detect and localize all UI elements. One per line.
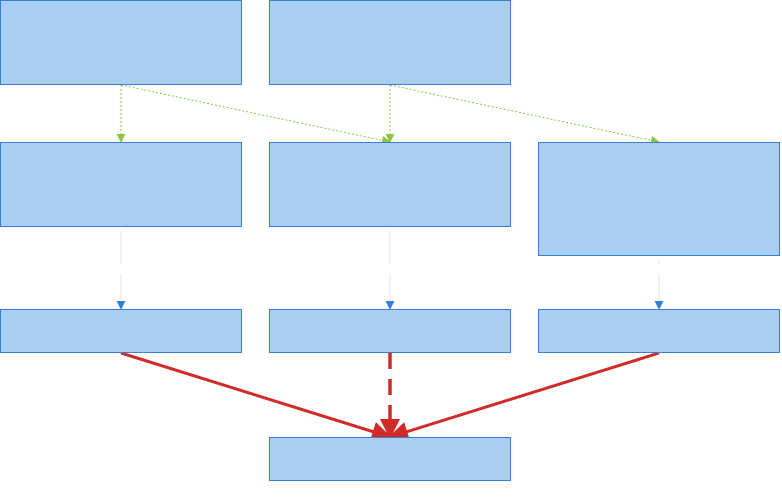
diagram-node-1[interactable] [0,0,242,85]
diagram-node-8[interactable] [538,309,780,353]
diagram-node-9[interactable] [269,437,511,481]
diagram-node-2[interactable] [269,0,511,85]
diagram-node-6[interactable] [0,309,242,353]
diagram-node-5[interactable] [538,142,780,256]
edge-n1-n4 [120,84,391,145]
edge-n6-n9 [120,351,392,442]
diagram-node-7[interactable] [269,309,511,353]
diagram-node-3[interactable] [0,142,242,227]
edge-n8-n9 [388,351,660,442]
diagram-node-4[interactable] [269,142,511,227]
edge-n2-n5 [389,84,660,145]
